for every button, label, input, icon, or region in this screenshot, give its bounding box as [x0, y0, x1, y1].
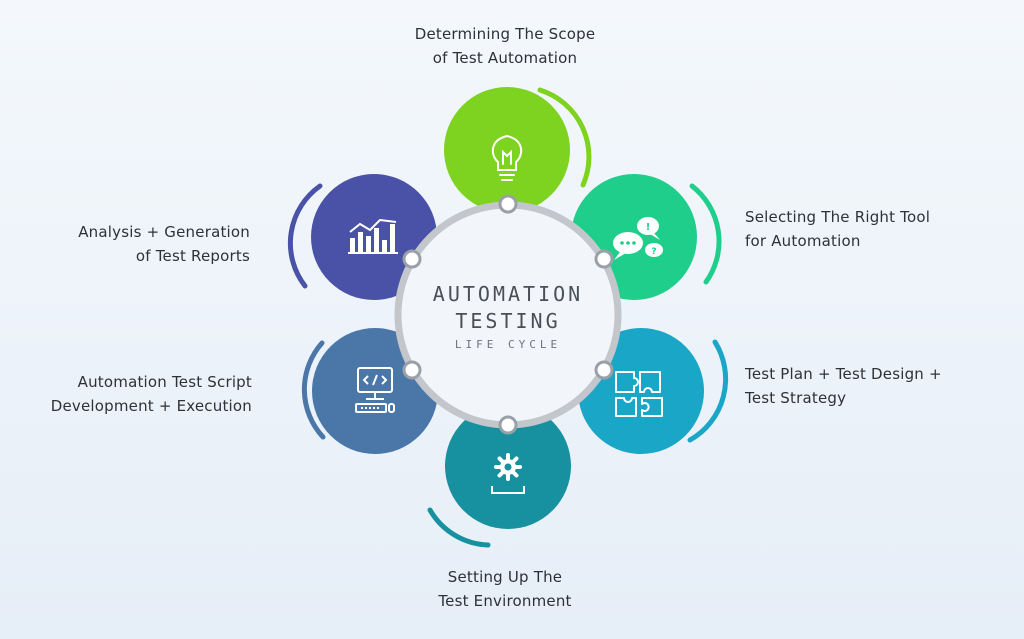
- arc-env: [427, 507, 491, 548]
- bar-chart-icon: [348, 218, 398, 254]
- node-analysis: [402, 249, 422, 269]
- arc-analysis: [287, 183, 323, 289]
- gear-icon: [491, 453, 525, 494]
- stage-label-script: Automation Test Script Development + Exe…: [20, 370, 252, 418]
- stage-label-line: of Test Automation: [432, 49, 578, 67]
- puzzle-icon: [615, 371, 663, 417]
- stage-label-line: Setting Up The: [447, 568, 563, 586]
- stage-label-line: for Automation: [745, 232, 861, 250]
- stage-disc-scope: [444, 87, 570, 213]
- stage-label-scope: Determining The Scope of Test Automation: [380, 22, 630, 70]
- arc-tool: [689, 183, 722, 285]
- stage-label-line: Development + Execution: [50, 397, 252, 415]
- stage-label-line: Automation Test Script: [77, 373, 252, 391]
- lightbulb-icon: [491, 134, 523, 181]
- stage-label-env: Setting Up The Test Environment: [380, 565, 630, 613]
- node-env: [498, 415, 518, 435]
- ring-nodes: [402, 194, 614, 435]
- arc-plan: [687, 339, 729, 443]
- stage-label-line: Test Plan + Test Design +: [745, 365, 942, 383]
- stage-label-line: of Test Reports: [135, 247, 250, 265]
- center-disc: [398, 205, 618, 425]
- stage-label-plan: Test Plan + Test Design + Test Strategy: [745, 362, 1005, 410]
- node-plan: [594, 360, 614, 380]
- code-monitor-icon: [355, 367, 395, 413]
- stage-label-analysis: Analysis + Generation of Test Reports: [20, 220, 250, 268]
- node-tool: [594, 249, 614, 269]
- stage-label-line: Selecting The Right Tool: [745, 208, 931, 226]
- stage-label-line: Analysis + Generation: [78, 223, 250, 241]
- svg-text:?: ?: [651, 247, 656, 257]
- center-title-line-1: AUTOMATION: [432, 282, 584, 306]
- speech-bubbles-icon: ! ?: [613, 217, 663, 260]
- node-scope: [498, 194, 518, 214]
- node-script: [402, 360, 422, 380]
- stage-label-line: Test Environment: [438, 592, 572, 610]
- svg-text:!: !: [646, 222, 651, 233]
- arc-scope: [537, 87, 592, 188]
- stage-label-line: Determining The Scope: [414, 25, 596, 43]
- stage-label-line: Test Strategy: [745, 389, 847, 407]
- center-title-line-2: TESTING: [455, 309, 561, 333]
- arc-script: [301, 340, 326, 440]
- stage-label-tool: Selecting The Right Tool for Automation: [745, 205, 985, 253]
- center-subtitle: LIFE CYCLE: [454, 338, 562, 351]
